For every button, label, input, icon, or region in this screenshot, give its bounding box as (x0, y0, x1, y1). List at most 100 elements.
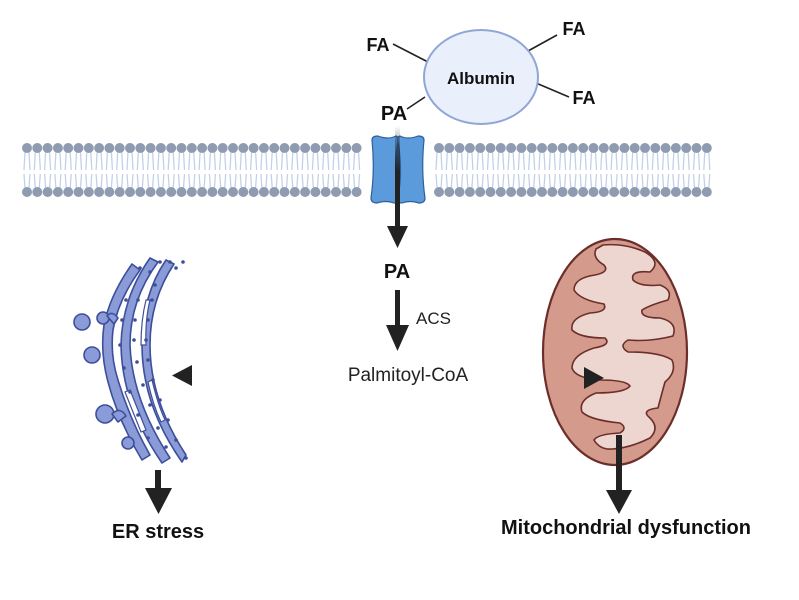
er-stress-arrow-head (145, 488, 172, 514)
ribosome-dot (135, 360, 139, 364)
lipid-head (135, 143, 146, 153)
er-dashed-arrow-head (172, 365, 192, 386)
lipid-tails (64, 151, 72, 189)
lipid-head (73, 143, 84, 153)
lipid-tails (167, 151, 175, 189)
lipid-head (197, 143, 208, 153)
fa-bond-top-right (527, 34, 558, 52)
lipid-head (176, 143, 187, 153)
lipid-head (289, 143, 300, 153)
palmitoyl-coa-to-mito-arrow (488, 367, 604, 389)
lipid-head (135, 187, 146, 197)
er-cisterna-middle (120, 257, 171, 464)
lipid-head (114, 143, 125, 153)
lipid-head (506, 187, 517, 197)
lipid-head (125, 143, 135, 153)
lipid-tails (116, 151, 124, 189)
lipid-tails (249, 151, 258, 189)
lipid-head (341, 187, 352, 197)
lipid-head (609, 187, 620, 197)
lipid-tails (455, 151, 464, 189)
lipid-tails (301, 151, 309, 189)
lipid-tails (528, 151, 536, 189)
lipid-head (155, 143, 166, 153)
lipid-head (207, 143, 218, 153)
lipid-head (300, 143, 311, 153)
mito-dysfunction-label: Mitochondrial dysfunction (501, 517, 751, 539)
er-vesicle (73, 313, 91, 331)
lipid-head (444, 143, 455, 153)
lipid-tails (239, 151, 247, 189)
lipid-head (660, 143, 671, 153)
mitochondrion (541, 237, 689, 467)
lipid-tails (651, 151, 659, 189)
lipid-tails (157, 151, 165, 189)
lipid-tails (569, 151, 577, 189)
lipid-head (320, 143, 331, 153)
lipid-head (42, 143, 53, 153)
lipid-tails (507, 151, 515, 189)
lipid-tails (23, 151, 31, 189)
ribosome-dot (138, 266, 142, 270)
lipid-head (640, 143, 650, 153)
lipid-tails (280, 151, 289, 189)
lipid-head (52, 187, 63, 197)
er-vesicle (83, 346, 101, 364)
channel-subunit-right (397, 135, 426, 204)
lipid-tails (672, 151, 680, 189)
channel-subunit-left (370, 135, 399, 204)
lipid-tails (219, 151, 227, 189)
lipid-tails (74, 151, 83, 189)
ribosome-dot (136, 413, 140, 417)
ribosome-dot (184, 456, 188, 460)
lipid-head (619, 187, 630, 197)
ribosome-dot (164, 445, 168, 449)
lipid-head (310, 187, 321, 197)
lipid-tails (558, 151, 567, 189)
mito-dashed-arrow-head (584, 367, 604, 389)
lipid-head (94, 143, 105, 153)
acs-conversion-arrow (386, 290, 409, 351)
lipid-head (578, 143, 589, 153)
mito-arrow-shaft (616, 435, 622, 492)
lipid-tails (146, 151, 155, 189)
palmitoyl-coa-to-er-arrow (172, 365, 332, 386)
er-ribosomes (118, 260, 188, 460)
lipid-tails (517, 151, 526, 189)
er-lumen (147, 379, 166, 423)
lipid-head (114, 187, 125, 197)
ribosome-dot (174, 266, 178, 270)
enzyme-label-acs: ACS (416, 309, 451, 328)
lipid-head (351, 187, 362, 197)
ribosome-dot (181, 260, 185, 264)
lipid-head (537, 187, 547, 197)
albumin-protein (423, 29, 539, 125)
ribosome-dot (151, 378, 155, 382)
lipid-head (155, 187, 166, 197)
lipid-head (681, 187, 692, 197)
lipid-head (166, 187, 177, 197)
er-stress-arrow-shaft (155, 470, 161, 490)
lipid-head (670, 187, 681, 197)
lipid-head (660, 187, 671, 197)
uptake-arrow-head (387, 226, 408, 248)
ribosome-dot (120, 318, 124, 322)
lipid-head (176, 187, 187, 197)
lipid-tails (610, 151, 618, 189)
lipid-head (228, 143, 238, 153)
lipid-head (650, 187, 661, 197)
lipid-tails (177, 151, 186, 189)
lipid-head (258, 187, 269, 197)
lipid-head (506, 143, 517, 153)
mitochondrion-cristae (571, 243, 675, 450)
lipid-head (588, 187, 599, 197)
mito-dysfunction-arrow (606, 435, 632, 514)
lipid-head (557, 187, 568, 197)
lipid-head (145, 143, 156, 153)
fa-bond-left (392, 43, 429, 63)
ribosome-dot (128, 390, 132, 394)
ribosome-dot (146, 436, 150, 440)
lipid-head (32, 143, 43, 153)
lipid-head (495, 143, 506, 153)
ribosome-dot (132, 338, 136, 342)
